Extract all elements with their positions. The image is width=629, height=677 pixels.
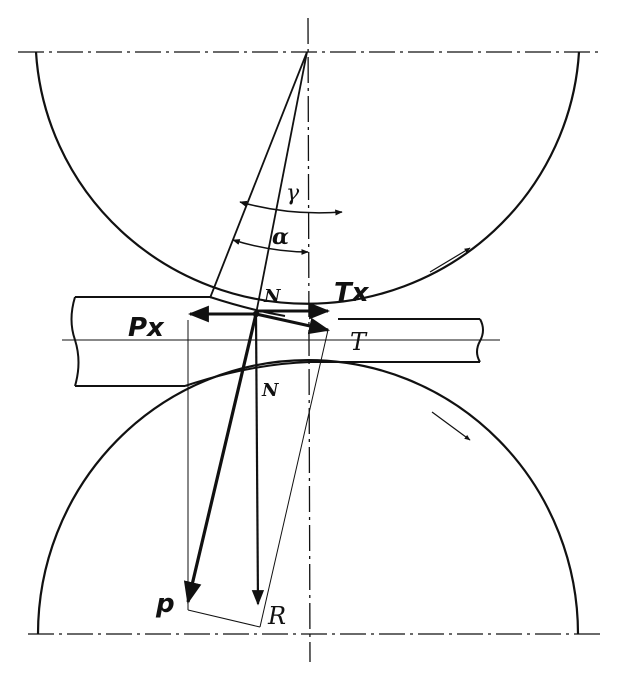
alpha-label: α xyxy=(272,224,289,250)
upper-roll-arc xyxy=(34,51,581,305)
p-label: p xyxy=(155,589,175,619)
construction-lines xyxy=(187,320,329,628)
t-force-arrow xyxy=(255,312,331,335)
contact-point xyxy=(252,310,260,318)
n-label-bottom: N xyxy=(261,380,280,401)
gamma-angle-arc xyxy=(239,200,343,216)
p-force-arrow xyxy=(183,313,258,605)
tx-label: Tx xyxy=(334,278,370,308)
n-force-arrow xyxy=(251,313,265,606)
alpha-angle-arc xyxy=(232,239,309,255)
lower-roll-arc xyxy=(36,358,580,635)
n-label-top: N xyxy=(263,286,282,307)
px-label: Px xyxy=(128,313,165,343)
contact-radius-line xyxy=(255,51,308,315)
r-label: R xyxy=(267,602,286,630)
t-label: T xyxy=(350,328,368,356)
upper-rotation-arrow xyxy=(429,247,471,273)
lower-rotation-arrow xyxy=(431,411,471,441)
bite-radius-line xyxy=(209,51,308,299)
gamma-label: γ xyxy=(286,181,300,206)
strip xyxy=(70,296,484,387)
